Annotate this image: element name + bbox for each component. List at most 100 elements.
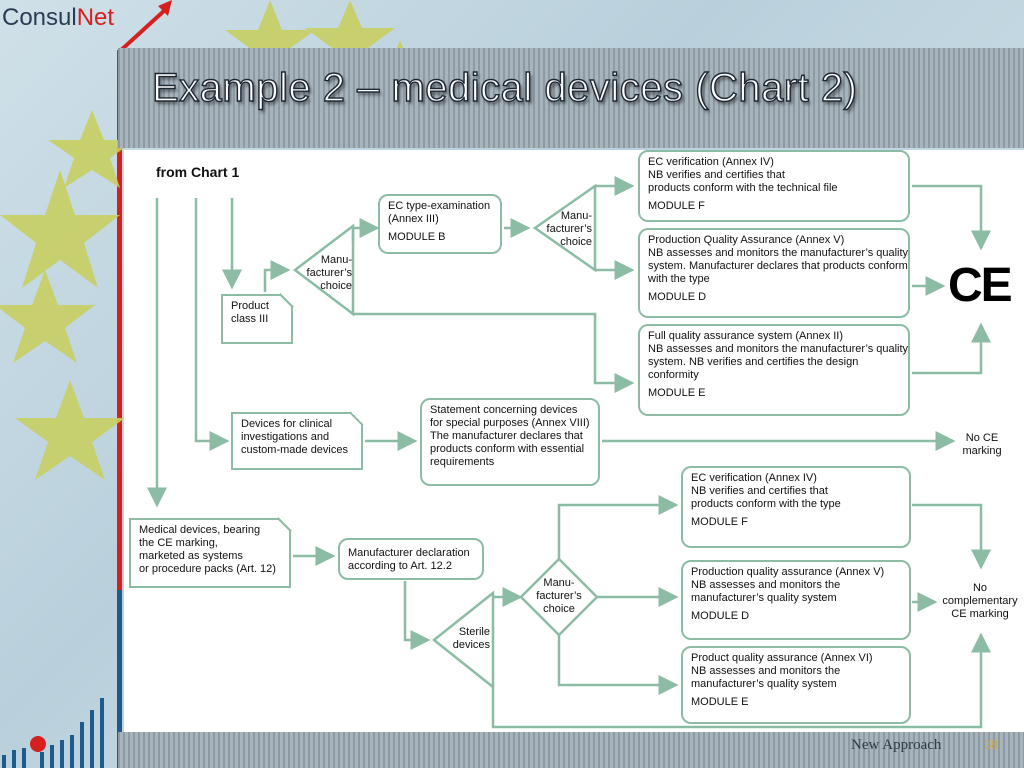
choice-text: choice xyxy=(320,280,352,292)
node-text-line: investigations and xyxy=(241,431,330,443)
node-text-line: conformity xyxy=(648,369,699,381)
star-shape xyxy=(305,0,395,76)
node-text-line: Statement concerning devices xyxy=(430,404,578,416)
production-qa-top-node: Production Quality Assurance (Annex V) N… xyxy=(638,228,910,318)
node-text-line: EC verification (Annex IV) xyxy=(691,472,817,484)
statement-node: Statement concerning devices for special… xyxy=(420,398,600,486)
node-text-line: The manufacturer declares that xyxy=(430,430,583,442)
connector xyxy=(194,198,230,451)
node-text-line: system. Manufacturer declares that produ… xyxy=(648,260,908,272)
node-text-line: Production quality assurance (Annex V) xyxy=(691,566,885,578)
node-text-line: or procedure packs (Art. 12) xyxy=(139,563,276,575)
red-arrow-line xyxy=(117,8,167,54)
choice-text: Manu- xyxy=(543,577,575,589)
module-label: MODULE E xyxy=(691,696,749,708)
connector xyxy=(912,503,991,570)
node-text-line: NB verifies and certifies that xyxy=(691,485,828,497)
red-accent-bar xyxy=(117,50,122,590)
product-class-node: Product class III xyxy=(221,293,294,344)
bar-graphic-bar xyxy=(12,750,16,768)
module-label: MODULE B xyxy=(388,231,446,243)
node-text-line: Production Quality Assurance (Annex V) xyxy=(648,234,845,246)
connector xyxy=(491,632,991,729)
choice-text: facturer’s xyxy=(536,590,582,602)
node-text-line: Product xyxy=(231,300,269,312)
node-text-line: with the type xyxy=(648,273,710,285)
node-text-line: Product quality assurance (Annex VI) xyxy=(691,652,873,664)
choice-text: choice xyxy=(560,236,592,248)
connector xyxy=(403,581,431,650)
label-text: No xyxy=(972,582,988,594)
sterile-label: Sterile devices xyxy=(448,626,490,652)
type-examination-node: EC type-examination (Annex III) MODULE B xyxy=(378,194,502,254)
no-ce-label: No CE marking xyxy=(952,432,1012,458)
blue-accent-bar xyxy=(117,590,122,768)
node-text-line: NB assesses and monitors the xyxy=(691,579,841,591)
module-label: MODULE F xyxy=(648,200,705,212)
label-text: devices xyxy=(452,639,490,651)
consulnet-logo: ConsulNet xyxy=(2,4,114,32)
connector xyxy=(557,495,679,559)
label-text: complementary xyxy=(942,595,1018,607)
no-complementary-label: No complementary CE marking xyxy=(940,582,1020,621)
node-text-line: system. NB verifies and certifies the de… xyxy=(648,356,859,368)
footer-text: New Approach xyxy=(851,737,942,753)
module-label: MODULE F xyxy=(691,516,748,528)
choice-text: choice xyxy=(543,603,575,615)
node-text-line: for special purposes (Annex VIII) xyxy=(430,417,590,429)
module-label: MODULE D xyxy=(648,291,707,303)
bar-graphic-bar xyxy=(40,752,44,768)
node-text-line: marketed as systems xyxy=(139,550,243,562)
full-qa-node: Full quality assurance system (Annex II)… xyxy=(638,324,910,416)
node-text-line: Manufacturer declaration xyxy=(348,547,470,559)
sterile-triangle xyxy=(431,590,495,690)
bar-graphic-bar xyxy=(80,722,84,768)
choice-text: Manu- xyxy=(320,254,352,266)
title-band xyxy=(118,48,1024,148)
node-text-line: EC verification (Annex IV) xyxy=(648,156,774,168)
bar-graphic-bar xyxy=(90,710,94,768)
choice-label-1: Manu- facturer’s choice xyxy=(302,254,352,293)
node-text-line: Full quality assurance system (Annex II) xyxy=(648,330,844,342)
red-ball xyxy=(30,736,46,752)
node-text-line: NB assesses and monitors the xyxy=(691,665,841,677)
bar-graphic xyxy=(2,698,104,768)
node-text-line: the CE marking, xyxy=(139,537,218,549)
bar-graphic-bar xyxy=(100,698,104,768)
bar-graphic-bar xyxy=(50,745,54,768)
label-text: No CE xyxy=(965,432,999,444)
node-text-line: NB assesses and monitors the manufacture… xyxy=(648,343,909,355)
bar-graphic-bar xyxy=(70,735,74,768)
bar-graphic-bar xyxy=(60,740,64,768)
node-text-line: products conform with the technical file xyxy=(648,182,838,194)
label-text: Sterile xyxy=(458,626,490,638)
choice-diamond-2 xyxy=(532,183,597,273)
node-text-line: EC type-examination xyxy=(388,200,491,212)
red-arrow-head xyxy=(158,0,172,16)
manufacturer-declaration-node: Manufacturer declaration according to Ar… xyxy=(338,538,484,580)
node-text-line: Devices for clinical xyxy=(241,418,333,430)
page-number: 38 xyxy=(984,737,999,752)
ce-mark: CE xyxy=(948,259,1013,312)
node-text-line: requirements xyxy=(430,456,495,468)
ec-verification-top-node: EC verification (Annex IV) NB verifies a… xyxy=(638,150,910,222)
clinical-devices-node: Devices for clinical investigations and … xyxy=(231,411,364,470)
footer-band xyxy=(118,732,1024,768)
connector xyxy=(263,260,291,292)
star-shape xyxy=(0,270,95,363)
production-qa-bottom-node: Production quality assurance (Annex V) N… xyxy=(681,560,911,640)
choice-text: facturer’s xyxy=(546,223,592,235)
node-text-line: manufacturer’s quality system xyxy=(691,678,837,690)
node-text-line: NB assesses and monitors the manufacture… xyxy=(648,247,909,259)
connector xyxy=(351,218,380,242)
product-qa-node: Product quality assurance (Annex VI) NB … xyxy=(681,646,911,724)
node-text-line: custom-made devices xyxy=(241,444,348,456)
bar-graphic-bar xyxy=(2,755,6,768)
logo-part-1: Consul xyxy=(2,4,77,31)
logo-part-2: Net xyxy=(76,4,115,31)
label-text: CE marking xyxy=(951,608,1009,620)
module-label: MODULE D xyxy=(691,610,750,622)
connector xyxy=(912,184,991,251)
choice-text: facturer’s xyxy=(306,267,352,279)
